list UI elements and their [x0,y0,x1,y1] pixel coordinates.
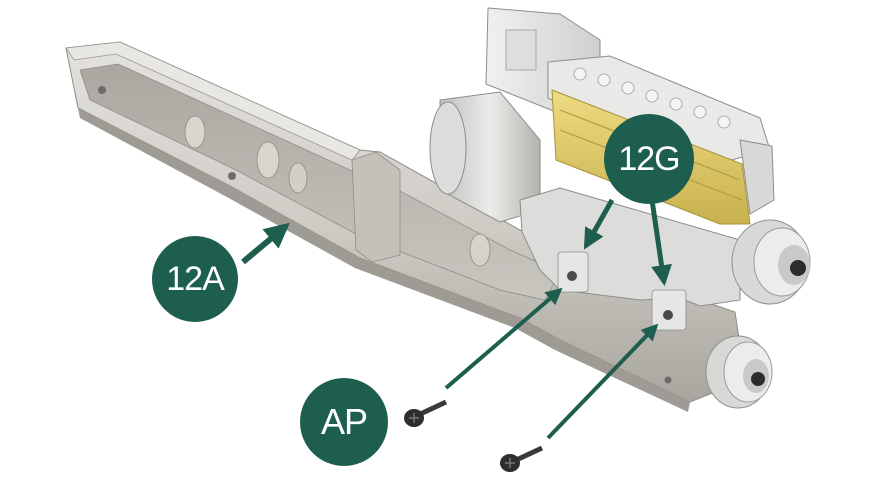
housing-bottom-face [78,108,690,412]
callout-12g: 12G [604,114,694,204]
stud [693,105,707,119]
stud [645,89,659,103]
housing-rib [469,233,491,267]
callout-12a: 12A [152,236,238,322]
boss-right [651,289,687,331]
stud [717,115,731,129]
arrow-ap-2 [546,323,659,440]
stud [669,97,683,111]
stud [573,67,587,81]
boss-hole-right [663,310,673,320]
screw-ap-2 [500,445,544,472]
housing-hole [228,172,236,180]
stud [597,73,611,87]
rear-block-detail [505,29,537,71]
stud [621,81,635,95]
callout-ap: AP [300,378,388,466]
arrow-12g-left [583,198,615,250]
callout-12a-label: 12A [166,259,224,298]
arrow-ap-1 [444,287,563,390]
gearbox-module [429,7,811,409]
housing-rib [288,162,308,194]
motor-cylinder-end [429,101,467,195]
arrow-12g-right [649,199,672,287]
screw-ap-1 [404,399,448,427]
housing-hole [664,376,672,384]
housing-rib [184,115,206,149]
boss-hole-left [567,271,577,281]
arrows [241,198,672,440]
housing-hole [98,86,106,94]
callout-12g-label: 12G [618,139,680,178]
housing-collar [351,151,401,263]
housing-rib [256,141,280,179]
end-cap [739,139,775,215]
housing-12a [65,41,741,412]
pulley-upper [731,219,811,305]
arrow-12a [241,222,290,265]
callout-ap-label: AP [320,401,368,442]
pulley-lower [705,335,773,409]
